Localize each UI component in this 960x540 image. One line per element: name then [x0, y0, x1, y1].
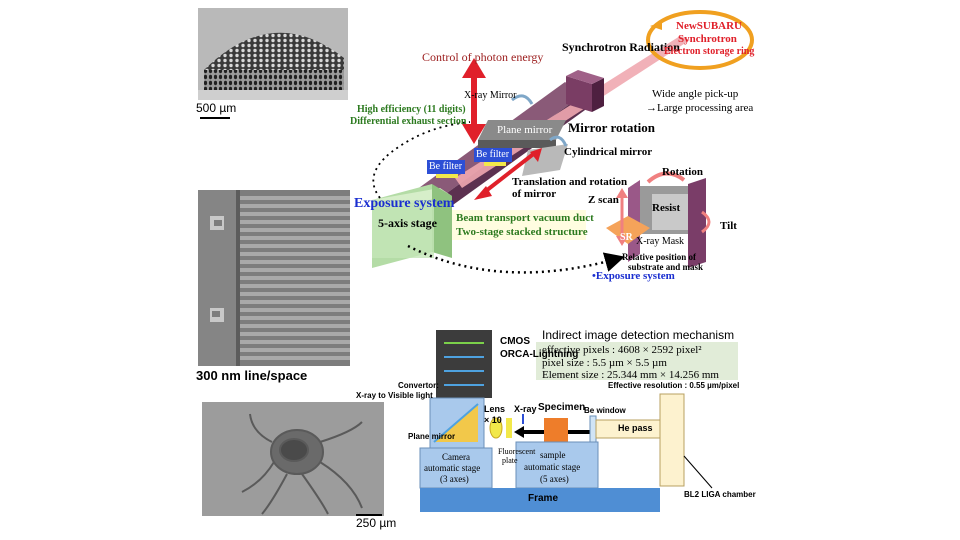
exposure-system-right-label: •Exposure system — [592, 270, 675, 282]
honeycomb-micrograph — [198, 8, 348, 100]
effective-res-label: Effective resolution : 0.55 µm/pixel — [608, 381, 740, 390]
source-block — [566, 70, 604, 112]
rotation-curve — [646, 171, 686, 184]
be-window — [589, 415, 597, 443]
fluorescent-plate — [506, 418, 512, 438]
sample-stage-label-1: sample — [540, 450, 566, 460]
tilt-curve — [701, 210, 711, 234]
be-filter-label-1: Be filter — [429, 161, 463, 172]
honeycomb-scale-label: 500 µm — [196, 101, 237, 115]
be-filter-left — [427, 160, 465, 174]
mirror-rotation-curve — [511, 94, 534, 105]
fluorescent-label-2: plate — [502, 456, 518, 465]
spec-line-2: pixel size : 5.5 µm × 5.5 µm — [542, 357, 667, 369]
wide-angle-label-2: →Large processing area — [646, 102, 754, 114]
lens — [489, 417, 503, 439]
spec-line-3: Element size : 25.344 mm × 14.256 mm — [542, 369, 719, 381]
spec-line-1: effective pixels : 4608 × 2592 pixel² — [542, 344, 702, 356]
convertor-label-2: X-ray to Visible light — [356, 391, 433, 400]
xray-label: X-ray — [514, 404, 537, 414]
fluorescent-label-1: Fluorescent — [498, 447, 536, 456]
cylindrical-mirror-label: Cylindrical mirror — [564, 146, 653, 158]
storage-ring — [646, 10, 754, 70]
translation-label-2: of mirror — [512, 188, 557, 200]
spec-box — [536, 342, 738, 380]
cmos-label-2: ORCA-Lightning — [500, 349, 579, 360]
relative-label-1: Relative position of — [622, 252, 696, 262]
tilt-label: Tilt — [720, 220, 737, 232]
sr-label: SR — [620, 232, 633, 243]
translation-arrow — [474, 148, 542, 200]
camera-stage-label-1: Camera — [442, 452, 470, 462]
z-scan-label: Z scan — [588, 194, 619, 206]
beamline-diagram — [372, 10, 754, 274]
be-filter-label-2: Be filter — [476, 149, 510, 160]
camera-stage-label-3: (3 axes) — [440, 474, 469, 484]
photon-energy-arrow — [462, 58, 486, 144]
xray-mirror-label: X-ray Mirror — [464, 90, 517, 101]
he-pass-label: He pass — [618, 423, 653, 433]
cyl-rotation-curve — [549, 135, 568, 147]
ring-line2: Synchrotron — [678, 33, 737, 45]
relative-label-2: substrate and mask — [628, 262, 704, 272]
convertor-label-1: Convertor: — [398, 381, 439, 390]
sample-stage-label-2: automatic stage — [524, 462, 581, 472]
duct-label-2: Two-stage stacked structure — [456, 226, 588, 238]
indirect-title: Indirect image detection mechanism — [542, 328, 735, 342]
sr-beam — [455, 36, 690, 188]
camera-stage-label-2: automatic stage — [424, 463, 481, 473]
control-photon-label: Control of photon energy — [422, 50, 544, 64]
insect-scale-bar — [356, 514, 382, 516]
lens-label-1: Lens — [484, 404, 506, 414]
cmos-camera — [436, 330, 492, 398]
duct-label-box — [452, 210, 586, 240]
lens-label-2: × 10 — [484, 415, 502, 425]
translation-label-1: Translation and rotation — [512, 176, 628, 188]
sample-stage — [515, 441, 599, 489]
liga-chamber — [659, 393, 685, 487]
sample-stage-label-3: (5 axes) — [540, 474, 569, 484]
exposure-stage — [606, 178, 706, 268]
line-space-micrograph — [198, 190, 350, 366]
wide-angle-label-1: Wide angle pick-up — [652, 88, 739, 100]
exposure-box — [372, 184, 452, 268]
specimen-label: Specimen — [538, 402, 586, 413]
insect-micrograph — [202, 402, 384, 516]
ring-line1: NewSUBARU — [676, 20, 742, 32]
high-eff-label-2: Differential exhaust section — [350, 116, 467, 127]
mirror-rotation-label: Mirror rotation — [568, 120, 656, 135]
dotted-link-bottom — [407, 244, 625, 274]
cmos-label-1: CMOS — [500, 336, 530, 347]
xray-mask-label: X-ray Mask — [636, 236, 685, 247]
plane-mirror — [478, 120, 566, 148]
frame-base — [420, 488, 660, 512]
synchrotron-radiation-label: Synchrotron Radiation — [562, 40, 680, 54]
specimen — [544, 418, 568, 442]
honeycomb-scale-bar — [200, 117, 230, 119]
exposure-system-left-label: Exposure system — [354, 196, 455, 211]
insect-scale-label: 250 µm — [356, 516, 397, 530]
frame-label: Frame — [528, 493, 559, 504]
resist-label: Resist — [652, 202, 681, 214]
rotation-label: Rotation — [662, 166, 703, 178]
stage-5axis-label: 5-axis stage — [378, 216, 437, 230]
chamber-label: BL2 LIGA chamber — [684, 490, 756, 499]
duct-label-1: Beam transport vacuum duct — [456, 212, 594, 224]
high-eff-label-1: High efficiency (11 digits) — [357, 104, 466, 115]
plane-mirror-detector-label: Plane mirror — [408, 432, 456, 441]
line-space-caption: 300 nm line/space — [196, 368, 308, 383]
ring-line3: Electron storage ring — [664, 46, 755, 57]
be-window-label: Be window — [584, 406, 626, 415]
plane-mirror-label: Plane mirror — [497, 124, 553, 136]
be-filter-right — [474, 148, 512, 162]
dotted-link-top — [372, 121, 471, 199]
